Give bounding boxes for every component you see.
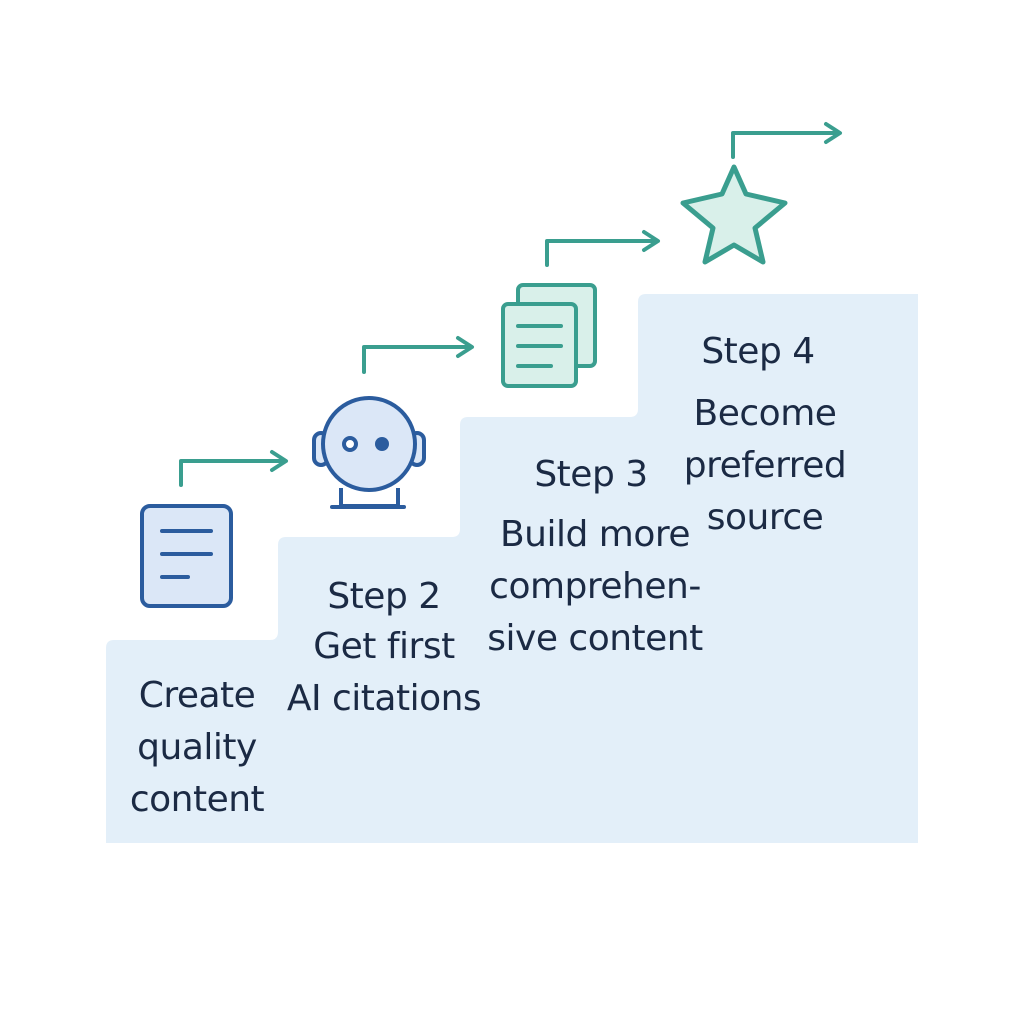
robot-icon bbox=[312, 396, 426, 509]
step-3-desc-line: sive content bbox=[487, 618, 703, 659]
step-3-text: Step 3 Build more comprehen- sive conten… bbox=[470, 453, 720, 665]
step-4-desc-line: preferred bbox=[683, 445, 847, 486]
step-3-description: Build more comprehen- sive content bbox=[470, 509, 720, 665]
step-1-text: Create quality content bbox=[112, 670, 282, 826]
step-2-desc-line: AI citations bbox=[286, 678, 482, 719]
document-icon bbox=[140, 504, 233, 608]
arrow-4 bbox=[731, 122, 842, 159]
step-2-title: Step 2 bbox=[327, 576, 441, 617]
step-2-description: Get first AI citations bbox=[278, 621, 490, 725]
step-4-description: Become preferred source bbox=[660, 388, 870, 544]
step-4-desc-line: source bbox=[706, 497, 824, 538]
step-4-text: Step 4 Become preferred source bbox=[660, 330, 870, 544]
staircase-steps bbox=[106, 294, 918, 843]
step-4-desc-line: Become bbox=[693, 393, 837, 434]
step-1-desc-line: Create bbox=[138, 675, 256, 716]
arrow-3 bbox=[545, 230, 660, 267]
step-1-desc-line: content bbox=[129, 779, 265, 820]
step-2-desc-line: Get first bbox=[313, 626, 455, 667]
star-icon bbox=[680, 164, 788, 265]
arrow-1 bbox=[179, 450, 288, 487]
arrow-2 bbox=[362, 336, 474, 374]
step-1-description: Create quality content bbox=[112, 670, 282, 826]
step-3-desc-line: Build more bbox=[499, 514, 691, 555]
step-2-text: Step 2 Get first AI citations bbox=[278, 575, 490, 725]
step-3-desc-line: comprehen- bbox=[489, 566, 701, 607]
step-4-title: Step 4 bbox=[701, 331, 815, 372]
step-3-title: Step 3 bbox=[534, 454, 648, 495]
step-1-desc-line: quality bbox=[137, 727, 257, 768]
documents-stack-icon bbox=[501, 283, 597, 388]
